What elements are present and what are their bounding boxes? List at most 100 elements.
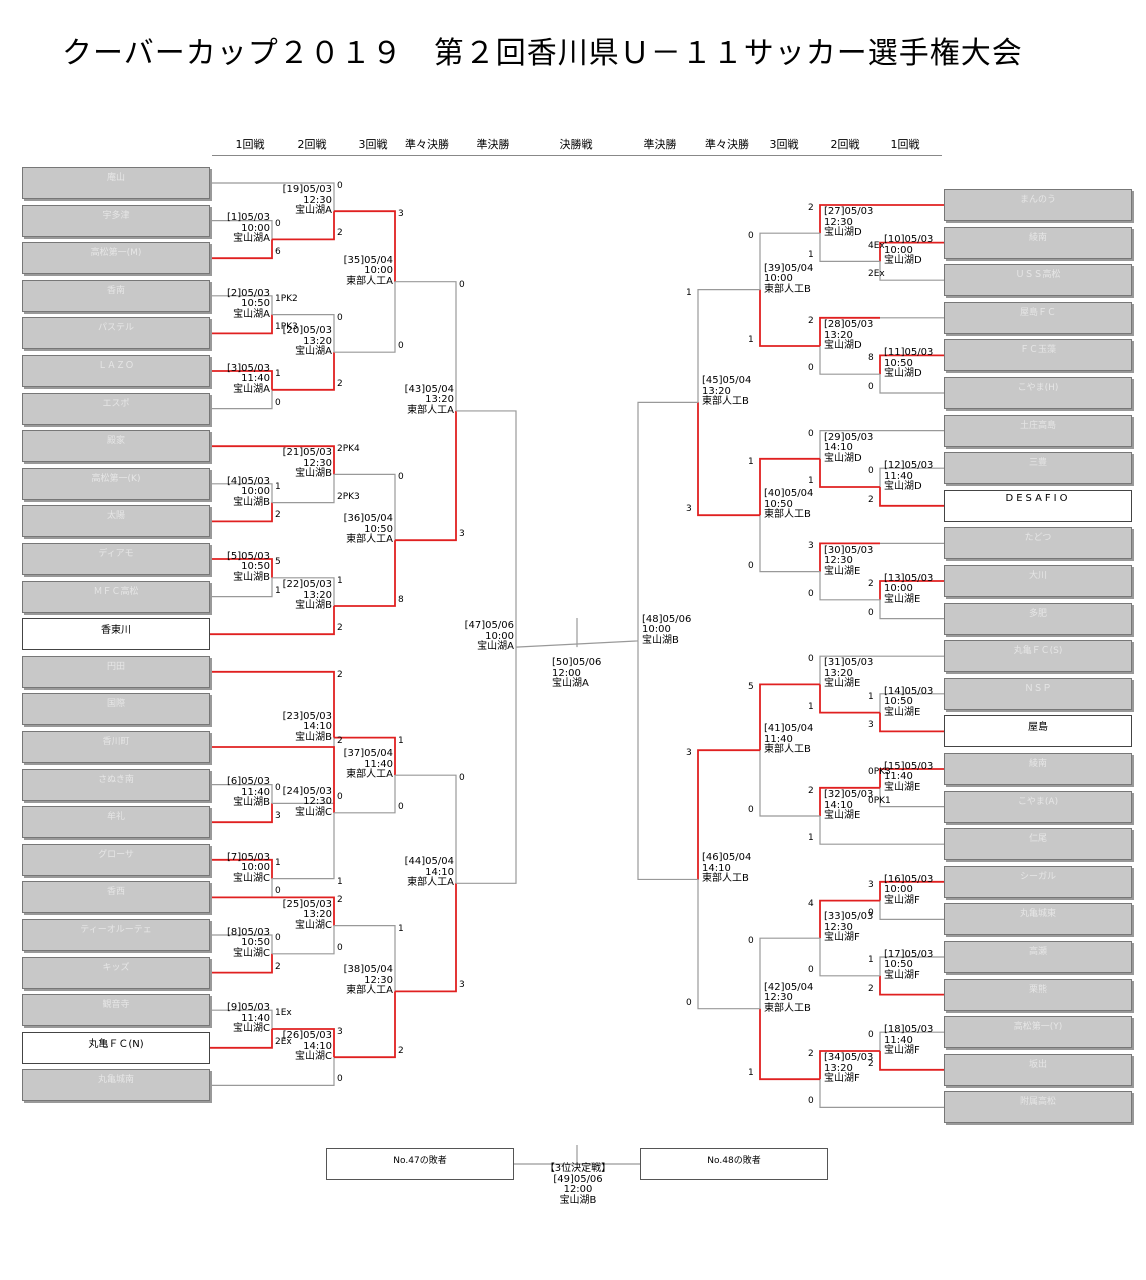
score: 1 — [275, 585, 281, 596]
bracket-line — [210, 1029, 273, 1049]
match-info-line: [22]05/03 — [282, 579, 332, 590]
bracket-line — [697, 289, 760, 403]
score: 0 — [868, 466, 874, 477]
match-info-line: 11:40 — [364, 758, 393, 770]
score: 2 — [275, 510, 281, 521]
score: 2PK4 — [337, 444, 360, 455]
bracket-line — [879, 487, 944, 507]
score: 3 — [868, 879, 874, 890]
team-box: さぬき南 — [22, 769, 210, 801]
match-info-line: 東部人工B — [702, 396, 749, 408]
team-box: ＬＡＺＯ — [22, 355, 210, 387]
match-info-line: 10:50 — [241, 561, 270, 573]
round-header: 準々決勝 — [405, 138, 449, 151]
score: 2 — [337, 228, 343, 239]
match-info-line: 12:00 — [552, 667, 581, 679]
score: 1 — [275, 857, 281, 868]
match-info-line: 10:50 — [241, 937, 270, 949]
match-info-line: 11:40 — [884, 1034, 913, 1046]
score: 0 — [459, 773, 465, 784]
round-header: 1回戦 — [235, 138, 265, 151]
match-info-line: [29]05/03 — [824, 431, 874, 443]
bracket-line — [272, 352, 335, 391]
bracket-line — [819, 571, 880, 601]
team-box: 栗熊 — [944, 979, 1132, 1011]
score: 2 — [337, 736, 343, 746]
match-info-line: [35]05/04 — [343, 254, 393, 266]
team-box: パステル — [22, 317, 210, 349]
team-box: まんのう — [944, 189, 1132, 221]
bracket-line — [759, 683, 820, 751]
match-info-line: 宝山湖A — [295, 346, 332, 358]
score: 8 — [398, 595, 404, 605]
bracket-line — [819, 346, 880, 375]
bracket-line — [210, 858, 273, 879]
score: 1PK2 — [275, 293, 298, 304]
match-info-line: 東部人工A — [407, 404, 454, 416]
score: 1 — [748, 1068, 754, 1079]
match-info-line: [25]05/03 — [282, 898, 332, 910]
match-info-line: 13:20 — [824, 667, 853, 679]
team-box: たどつ — [944, 527, 1132, 559]
bracket-line — [637, 640, 698, 881]
match-info-line: [32]05/03 — [824, 789, 874, 800]
match-info-line: 東部人工B — [702, 873, 749, 885]
match-info-line: [16]05/03 — [884, 873, 934, 885]
match-info-line: [8]05/03 — [227, 926, 270, 938]
score: 4Ex — [868, 240, 885, 251]
match-info-line: 宝山湖B — [295, 468, 332, 480]
score: 1 — [868, 691, 874, 702]
score: 0 — [808, 654, 814, 665]
match-info-line: 宝山湖A — [295, 205, 332, 217]
score: 0 — [748, 805, 754, 815]
match-info-line: 10:00 — [485, 630, 514, 642]
match-info-line: 宝山湖D — [884, 368, 922, 380]
team-box: 高松第一(K) — [22, 468, 210, 500]
match-info-line: 宝山湖F — [824, 1073, 860, 1085]
match-info-line: [45]05/04 — [702, 375, 752, 387]
bracket-line — [819, 542, 880, 572]
score: 2 — [808, 315, 814, 326]
bracket-line — [272, 577, 335, 606]
bracket-line — [272, 474, 335, 504]
match-info-line: [17]05/03 — [884, 948, 934, 960]
match-info-line: [23]05/03 — [282, 710, 332, 722]
match-info-line: [6]05/03 — [227, 776, 270, 788]
bracket-line — [879, 956, 944, 976]
round-header: 2回戦 — [830, 138, 860, 151]
match-info-line: [31]05/03 — [824, 657, 874, 669]
score: 1 — [808, 833, 814, 844]
page-title: クーバーカップ２０１９ 第２回香川県Ｕ－１１サッカー選手権大会 — [62, 36, 1023, 71]
score: 2 — [868, 579, 874, 589]
team-box: 綾南 — [944, 753, 1132, 785]
bracket-line — [210, 239, 273, 260]
match-info-line: 宝山湖E — [884, 781, 921, 793]
score: 3 — [686, 504, 692, 515]
match-info-line: 14:10 — [824, 442, 853, 454]
score: 0 — [398, 341, 404, 352]
team-box: シーガル — [944, 866, 1132, 898]
match-info-line: 10:00 — [241, 486, 270, 498]
match-info-line: 12:00 — [563, 1184, 593, 1195]
bracket-line — [819, 938, 880, 977]
match-info-line: 10:50 — [884, 357, 913, 369]
score: 0PK3 — [868, 767, 891, 777]
bracket-line — [759, 457, 820, 516]
match-info-line: 10:00 — [764, 273, 793, 285]
match-info-line: 宝山湖B — [295, 600, 332, 611]
score: 2 — [275, 961, 281, 972]
match-info-line: [24]05/03 — [282, 785, 332, 797]
match-info-line: 宝山湖F — [884, 969, 920, 981]
score: 2 — [808, 203, 814, 213]
round-header: 準決勝 — [643, 138, 677, 151]
team-box: 坂出 — [944, 1054, 1132, 1086]
match-info-line: 宝山湖D — [824, 227, 862, 239]
match-info-line: 12:30 — [764, 992, 793, 1004]
